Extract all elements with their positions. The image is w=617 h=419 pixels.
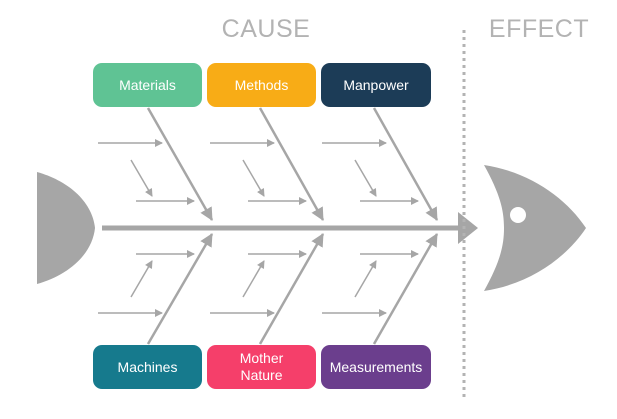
category-manpower: Manpower xyxy=(321,63,431,107)
sub-arrow xyxy=(130,159,153,197)
spine-arrowhead xyxy=(458,212,478,244)
bone-mother-nature xyxy=(258,233,325,345)
sub-arrow xyxy=(130,260,153,298)
category-materials: Materials xyxy=(93,63,202,107)
category-methods: Methods xyxy=(207,63,316,107)
fish-tail xyxy=(37,172,95,284)
sub-arrow xyxy=(354,159,377,197)
sub-arrow xyxy=(242,159,265,197)
bone-methods xyxy=(258,107,325,221)
sub-arrow xyxy=(242,260,265,298)
fish-head xyxy=(484,165,586,291)
fish-eye xyxy=(510,207,526,223)
category-mother-nature: Mother Nature xyxy=(207,345,316,389)
cause-header: CAUSE xyxy=(221,15,311,43)
bone-machines xyxy=(146,233,214,345)
bone-materials xyxy=(146,107,214,221)
sub-arrow xyxy=(354,260,377,298)
bone-manpower xyxy=(372,107,439,221)
category-measurements: Measurements xyxy=(321,345,431,389)
category-machines: Machines xyxy=(93,345,202,389)
effect-header: EFFECT xyxy=(488,15,590,43)
bone-measurements xyxy=(372,233,439,345)
